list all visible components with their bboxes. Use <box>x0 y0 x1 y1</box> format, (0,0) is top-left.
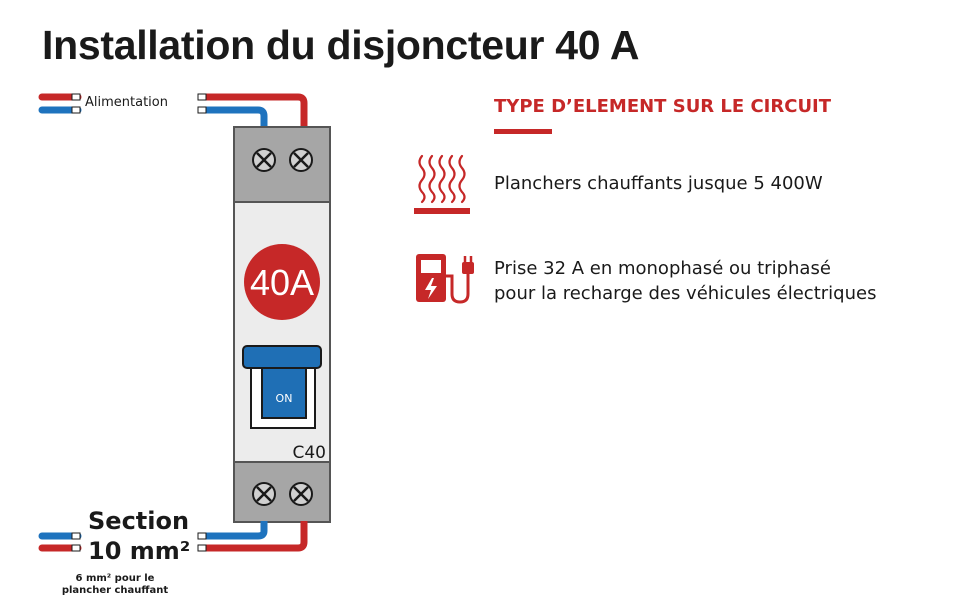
circuit-breaker <box>233 126 331 523</box>
legend-item-heating: Planchers chauffants jusque 5 400W <box>494 171 823 196</box>
heating-section-note: 6 mm² pour le plancher chauffant <box>60 573 170 597</box>
curve-label: C40 <box>292 443 326 463</box>
rating-badge <box>244 244 320 320</box>
section-value: 10 mm² <box>88 537 191 565</box>
page-title: Installation du disjoncteur 40 A <box>42 22 640 68</box>
output-wires <box>38 521 308 552</box>
supply-wires <box>38 93 308 128</box>
switch-lever <box>242 345 322 429</box>
top-terminal-screws <box>252 148 313 172</box>
legend-item-heating-line1: Planchers chauffants jusque 5 400W <box>494 173 823 194</box>
bottom-terminal-screws <box>252 482 313 506</box>
legend-title-underline <box>494 129 552 134</box>
heating-section-note-line2: plancher chauffant <box>61 585 169 596</box>
heating-section-note-line1: 6 mm² pour le <box>75 573 155 584</box>
legend-item-ev-line1: Prise 32 A en monophasé ou triphasé <box>494 258 831 279</box>
supply-label: Alimentation <box>85 95 168 110</box>
switch-state-label: ON <box>276 392 293 405</box>
underfloor-heating-icon <box>414 154 470 214</box>
legend-item-ev-line2: pour la recharge des véhicules électriqu… <box>494 283 877 304</box>
legend-item-ev-charger: Prise 32 A en monophasé ou triphasé pour… <box>494 256 876 306</box>
rating-badge-text: 40A <box>250 262 314 303</box>
ev-charger-icon <box>416 254 474 304</box>
section-label: Section <box>88 507 190 535</box>
legend-title: TYPE D’ELEMENT SUR LE CIRCUIT <box>494 96 832 117</box>
